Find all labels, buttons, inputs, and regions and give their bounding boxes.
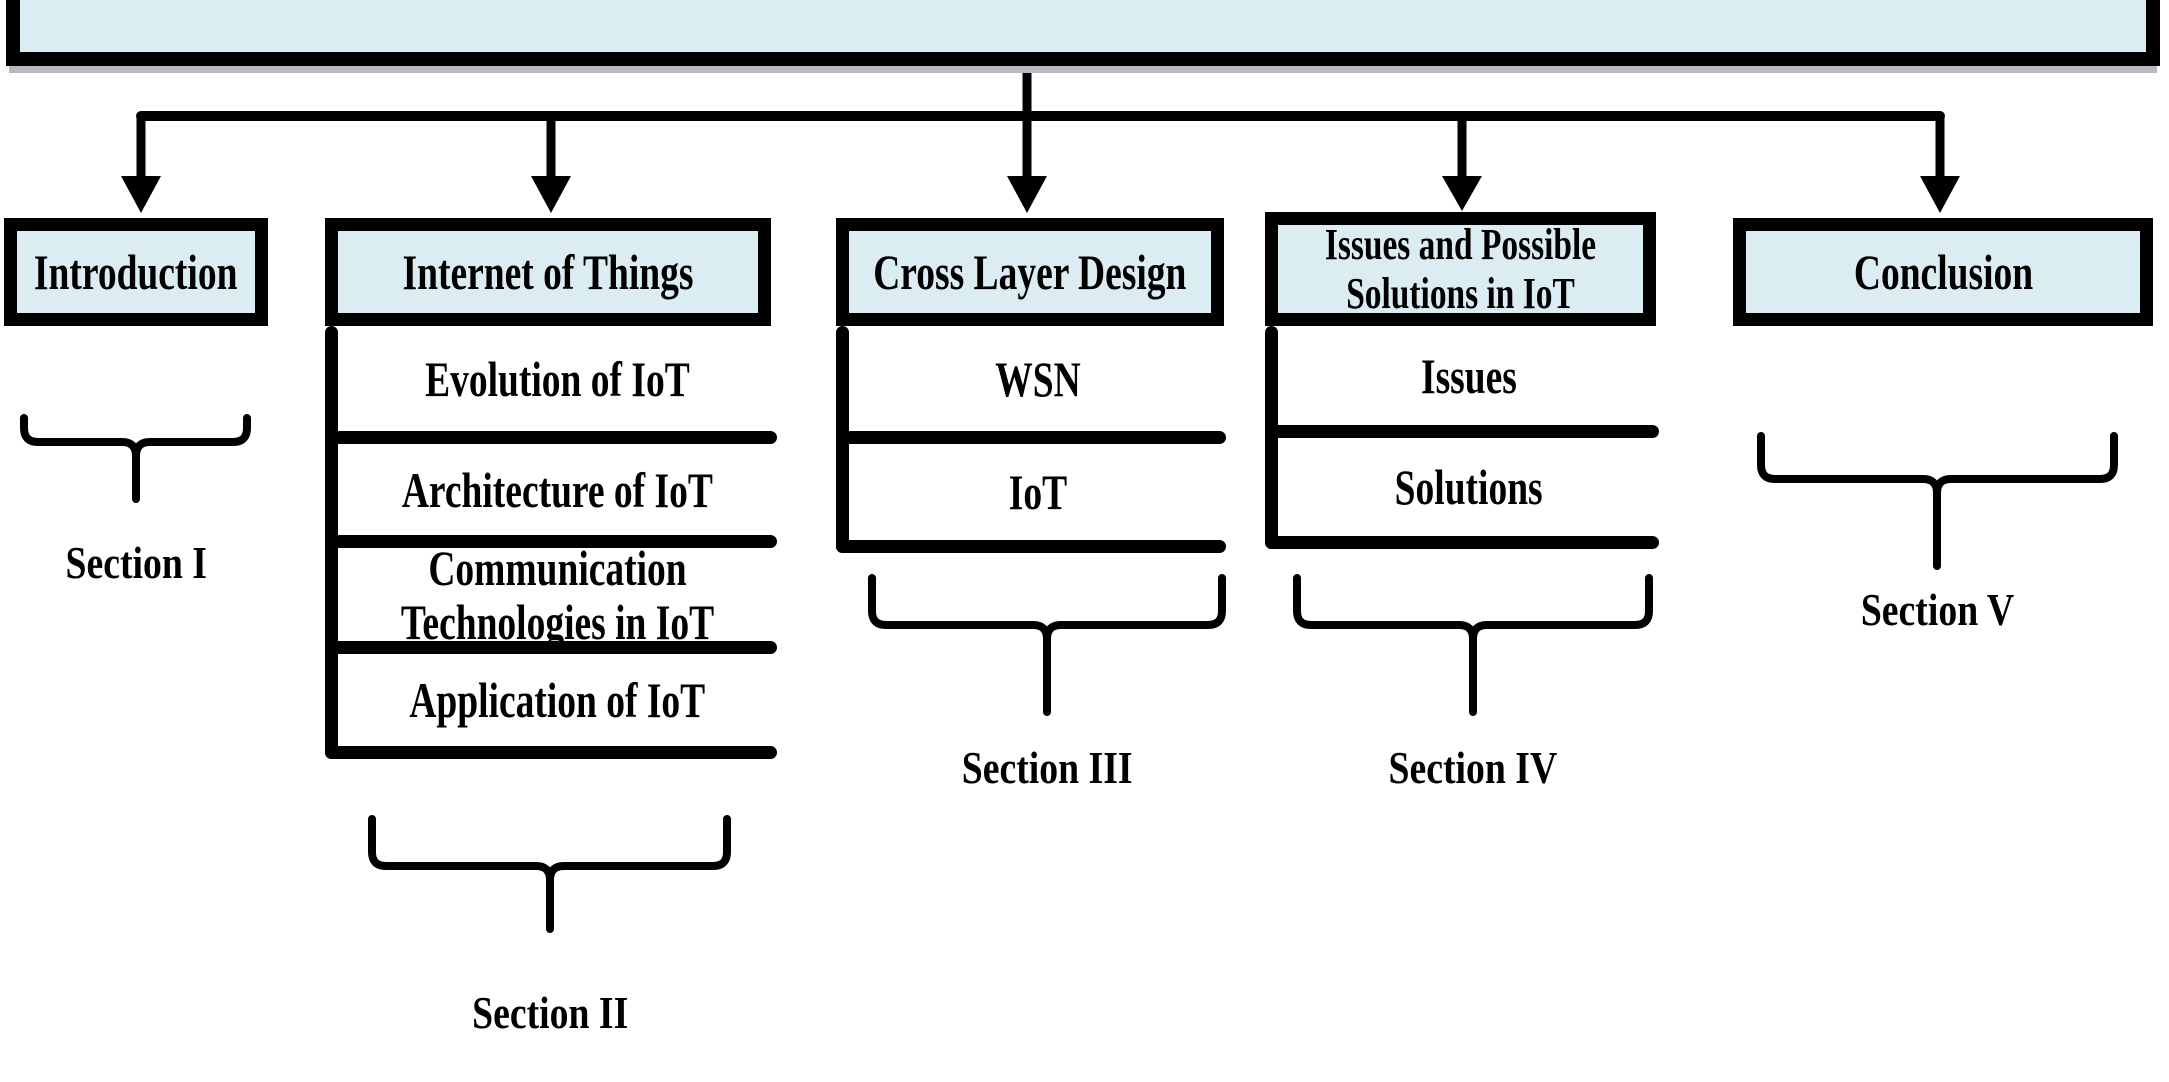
issues-separator-2: [1265, 536, 1659, 549]
header-label-conclusion: Conclusion: [1853, 244, 2033, 300]
brace-section-3: [868, 574, 1226, 716]
arrowhead-cross-layer: [1007, 176, 1047, 213]
list-item-iot: IoT: [1008, 464, 1067, 520]
header-label-cross-layer-design: Cross Layer Design: [873, 244, 1187, 300]
brace-section-5: [1757, 432, 2118, 570]
section-label-5: Section V: [1860, 584, 2014, 635]
list-item-solutions: Solutions: [1394, 459, 1543, 515]
list-item-evolution-of-iot: Evolution of IoT: [425, 350, 690, 407]
section-label-3: Section III: [961, 742, 1133, 793]
cross-layer-separator-1: [836, 431, 1226, 444]
issues-separator-1: [1265, 425, 1659, 438]
arrowhead-issues: [1442, 176, 1482, 211]
list-item-wsn: WSN: [994, 350, 1081, 407]
iot-separator-3: [325, 641, 777, 654]
list-item-application-of-iot: Application of IoT: [409, 672, 706, 728]
header-label-issues-solutions: Issues and Possible Solutions in IoT: [1324, 219, 1597, 318]
list-item-issues: Issues: [1420, 347, 1517, 404]
header-box-introduction: Introduction: [4, 218, 268, 326]
section-label-2: Section II: [471, 987, 629, 1038]
list-item-communication-technologies: Communication Technologies in IoT: [400, 539, 715, 650]
top-title-box: [6, 0, 2160, 66]
iot-separator-4: [325, 746, 777, 759]
brace-section-2: [368, 815, 731, 933]
section-label-1: Section I: [65, 537, 207, 588]
header-box-conclusion: Conclusion: [1733, 218, 2153, 326]
iot-separator-2: [325, 535, 777, 548]
header-box-cross-layer-design: Cross Layer Design: [836, 218, 1224, 326]
header-box-issues-solutions: Issues and Possible Solutions in IoT: [1265, 212, 1656, 326]
header-label-internet-of-things: Internet of Things: [402, 244, 694, 300]
arrowhead-conclusion: [1920, 176, 1960, 213]
arrowhead-iot: [531, 176, 571, 213]
brace-section-4: [1293, 574, 1653, 716]
section-label-4: Section IV: [1388, 742, 1558, 793]
header-label-introduction: Introduction: [34, 244, 238, 300]
cross-layer-separator-2: [836, 540, 1226, 553]
header-box-internet-of-things: Internet of Things: [325, 218, 771, 326]
list-item-architecture-of-iot: Architecture of IoT: [401, 461, 714, 518]
iot-separator-1: [325, 431, 777, 444]
brace-section-1: [20, 414, 251, 503]
arrowhead-introduction: [121, 176, 161, 213]
